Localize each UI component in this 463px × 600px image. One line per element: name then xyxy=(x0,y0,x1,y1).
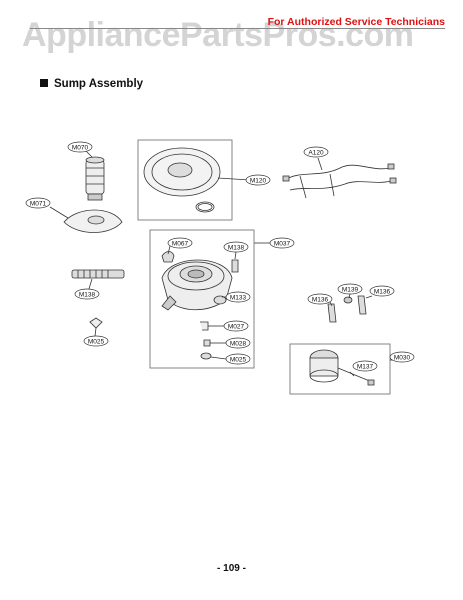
filter-cylinder-part xyxy=(85,156,105,201)
callout-m025-mid: M025 xyxy=(230,357,247,364)
page-number: - 109 - xyxy=(217,563,246,574)
callout-m136-right: M136 xyxy=(374,289,391,296)
callout-m136-left: M136 xyxy=(312,297,329,304)
callout-m067: M067 xyxy=(172,241,189,248)
square-bullet-icon xyxy=(40,79,48,87)
callout-a120: A120 xyxy=(308,150,324,157)
sump-clip-part xyxy=(231,259,239,273)
section-title-text: Sump Assembly xyxy=(54,78,144,90)
callout-m133: M133 xyxy=(230,295,247,302)
sump-assembly-part xyxy=(161,259,233,311)
service-note: For Authorized Service Technicians xyxy=(267,16,445,28)
header-rule xyxy=(30,28,445,29)
section-title: Sump Assembly xyxy=(40,78,143,90)
elbow-fitting-part xyxy=(200,321,209,331)
callout-m030: M030 xyxy=(394,355,411,362)
screw-part xyxy=(200,352,212,360)
wire-harness-part xyxy=(282,163,397,199)
gasket-part xyxy=(203,339,211,347)
callout-m070: M070 xyxy=(72,145,89,152)
right-clips-part xyxy=(327,295,367,323)
callout-m139: M139 xyxy=(342,287,359,294)
callout-m120: M120 xyxy=(250,178,267,185)
watermark-logo: AppliancePartsPros.com xyxy=(22,16,414,54)
callout-m027: M027 xyxy=(228,324,245,331)
callout-m137: M137 xyxy=(357,364,374,371)
callout-m138-top: M138 xyxy=(228,245,245,252)
callout-m025-left: M025 xyxy=(88,339,105,346)
callout-m037: M037 xyxy=(274,241,291,248)
pump-motor-part xyxy=(309,349,375,386)
fine-filter-part xyxy=(63,209,123,233)
sump-hose-part xyxy=(161,251,175,263)
callout-m071: M071 xyxy=(30,201,47,208)
filter-plate-part xyxy=(143,147,221,213)
small-clip-part xyxy=(89,317,103,329)
spray-tube-part xyxy=(71,269,125,279)
callout-m028: M028 xyxy=(230,341,247,348)
callout-m138-left: M138 xyxy=(79,292,96,299)
